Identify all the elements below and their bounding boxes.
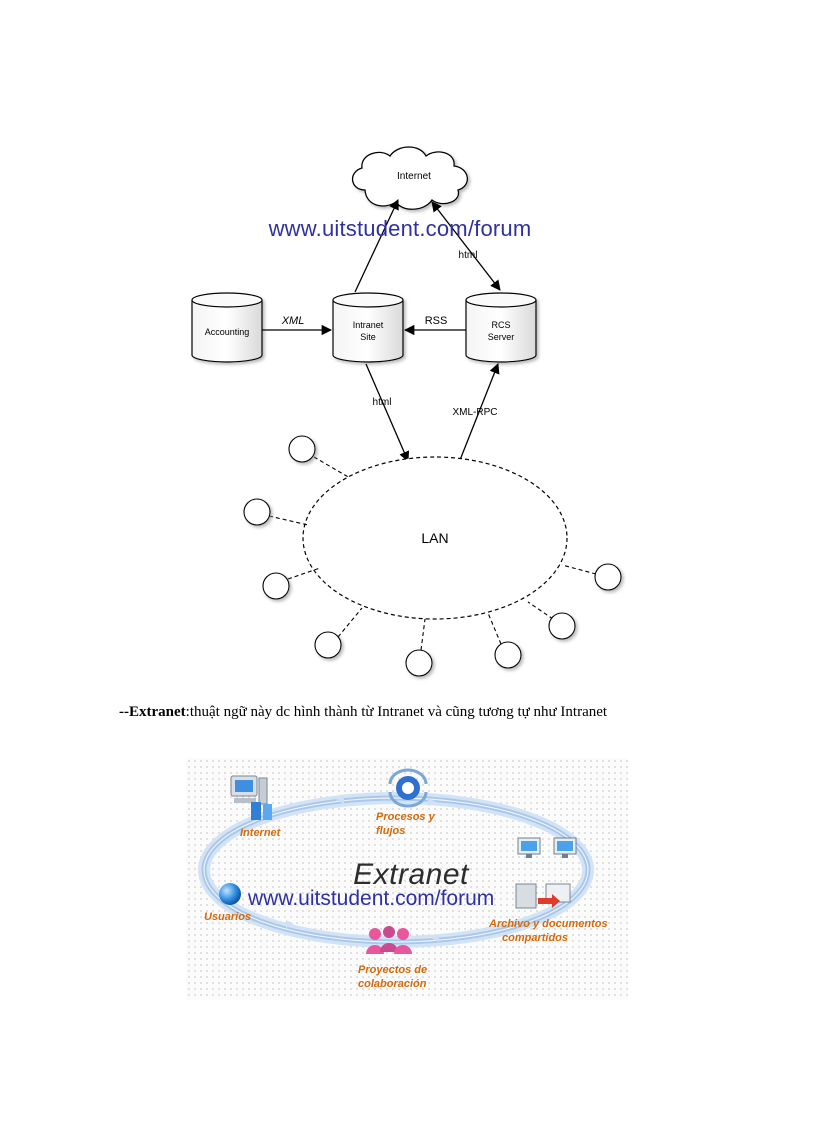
internet-cloud — [351, 146, 468, 210]
edge-html-top-label: html — [459, 250, 478, 261]
client-node — [288, 435, 316, 463]
edge-intranet-to-lan — [365, 363, 410, 462]
rcs-server-label-2: Server — [488, 332, 515, 342]
edge-intranet-to-internet — [354, 199, 399, 293]
label-usuarios: Usuarios — [204, 911, 252, 923]
sync-icon — [388, 768, 428, 808]
watermark-url: www.uitstudent.com/forum — [268, 216, 532, 241]
lan-label: LAN — [421, 530, 448, 546]
monitors-icon — [515, 837, 577, 909]
lan-ellipse — [302, 456, 568, 620]
computer-icon — [230, 775, 272, 820]
label-internet: Internet — [240, 827, 281, 839]
watermark-url-2: www.uitstudent.com/forum — [248, 887, 495, 910]
ring-arrows — [286, 796, 439, 942]
label-archivo-2: compartidos — [502, 932, 569, 944]
orbit-ring — [198, 792, 594, 948]
extranet-graphics — [198, 768, 594, 954]
label-procesos-1: Procesos y — [376, 811, 435, 823]
accounting-label: Accounting — [205, 327, 250, 337]
accounting-database — [191, 292, 263, 363]
caption-term: Extranet — [129, 704, 186, 720]
edge-rcs-internet — [431, 201, 501, 291]
people-icon — [366, 926, 412, 954]
label-archivo-1: Archivo y documentos — [489, 918, 608, 930]
label-procesos-2: flujos — [376, 825, 406, 837]
edge-html-bottom-label: html — [373, 397, 392, 408]
client-node — [548, 612, 576, 640]
caption-paragraph: --Extranet:thuật ngữ này dc hình thành t… — [119, 704, 607, 721]
intranet-diagram: Internet Accounting Intranet Site RCS Se… — [191, 146, 622, 677]
edge-rss-label: RSS — [425, 315, 448, 327]
extranet-title: Extranet — [353, 858, 469, 891]
globe-icon — [219, 883, 241, 905]
lan-clients — [243, 435, 622, 677]
client-node — [243, 498, 271, 526]
client-node — [262, 572, 290, 600]
client-node — [405, 649, 433, 677]
extranet-diagram: Internet Procesos y flujos Extranet www.… — [186, 758, 628, 1000]
edge-lan-to-rcs — [459, 363, 500, 461]
intranet-site-label-2: Site — [360, 332, 376, 342]
caption-prefix: -- — [119, 704, 129, 720]
internet-label: Internet — [397, 171, 431, 182]
client-node — [314, 631, 342, 659]
client-node — [494, 641, 522, 669]
label-proyectos-1: Proyectos de — [358, 964, 428, 976]
edge-xmlrpc-label: XML-RPC — [452, 407, 497, 418]
intranet-site-database — [332, 292, 404, 363]
client-node — [594, 563, 622, 591]
rcs-server-database — [465, 292, 537, 363]
caption-text: :thuật ngữ này dc hình thành từ Intranet… — [185, 704, 608, 720]
rcs-server-label-1: RCS — [491, 320, 510, 330]
intranet-site-label-1: Intranet — [353, 320, 384, 330]
label-proyectos-2: colaboración — [358, 978, 427, 990]
edge-xml-label: XML — [281, 315, 305, 327]
